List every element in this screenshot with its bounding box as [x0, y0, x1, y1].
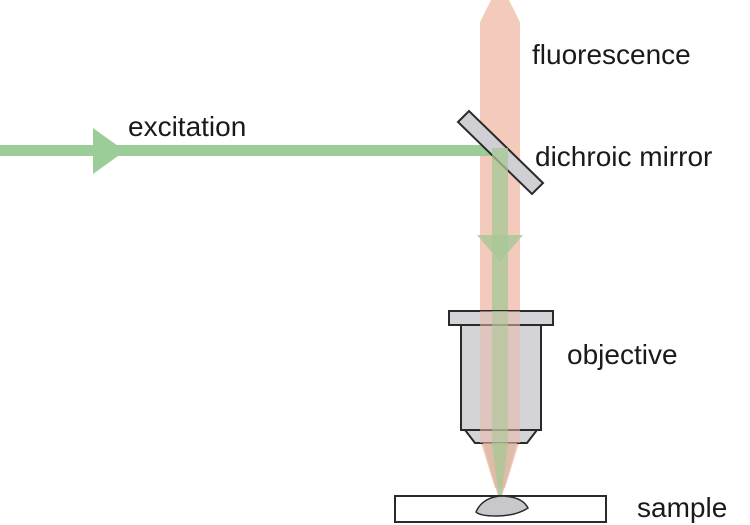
sample: [394, 495, 607, 523]
objective: [448, 310, 554, 444]
excitation-arrowhead: [93, 128, 125, 174]
label-dichroic-mirror: dichroic mirror: [535, 141, 712, 172]
label-excitation: excitation: [128, 111, 246, 142]
excitation-down-arrowhead: [477, 235, 523, 262]
sample-drop: [475, 495, 529, 517]
excitation-focus-cone: [492, 443, 508, 498]
fluorescence-arrowhead: [480, 0, 520, 22]
label-sample: sample: [637, 492, 727, 523]
excitation-through-objective: [492, 311, 508, 443]
excitation-beam-horizontal: [0, 145, 500, 156]
excitation-beam: [0, 128, 500, 174]
label-objective: objective: [567, 339, 678, 370]
label-fluorescence: fluorescence: [532, 39, 691, 70]
